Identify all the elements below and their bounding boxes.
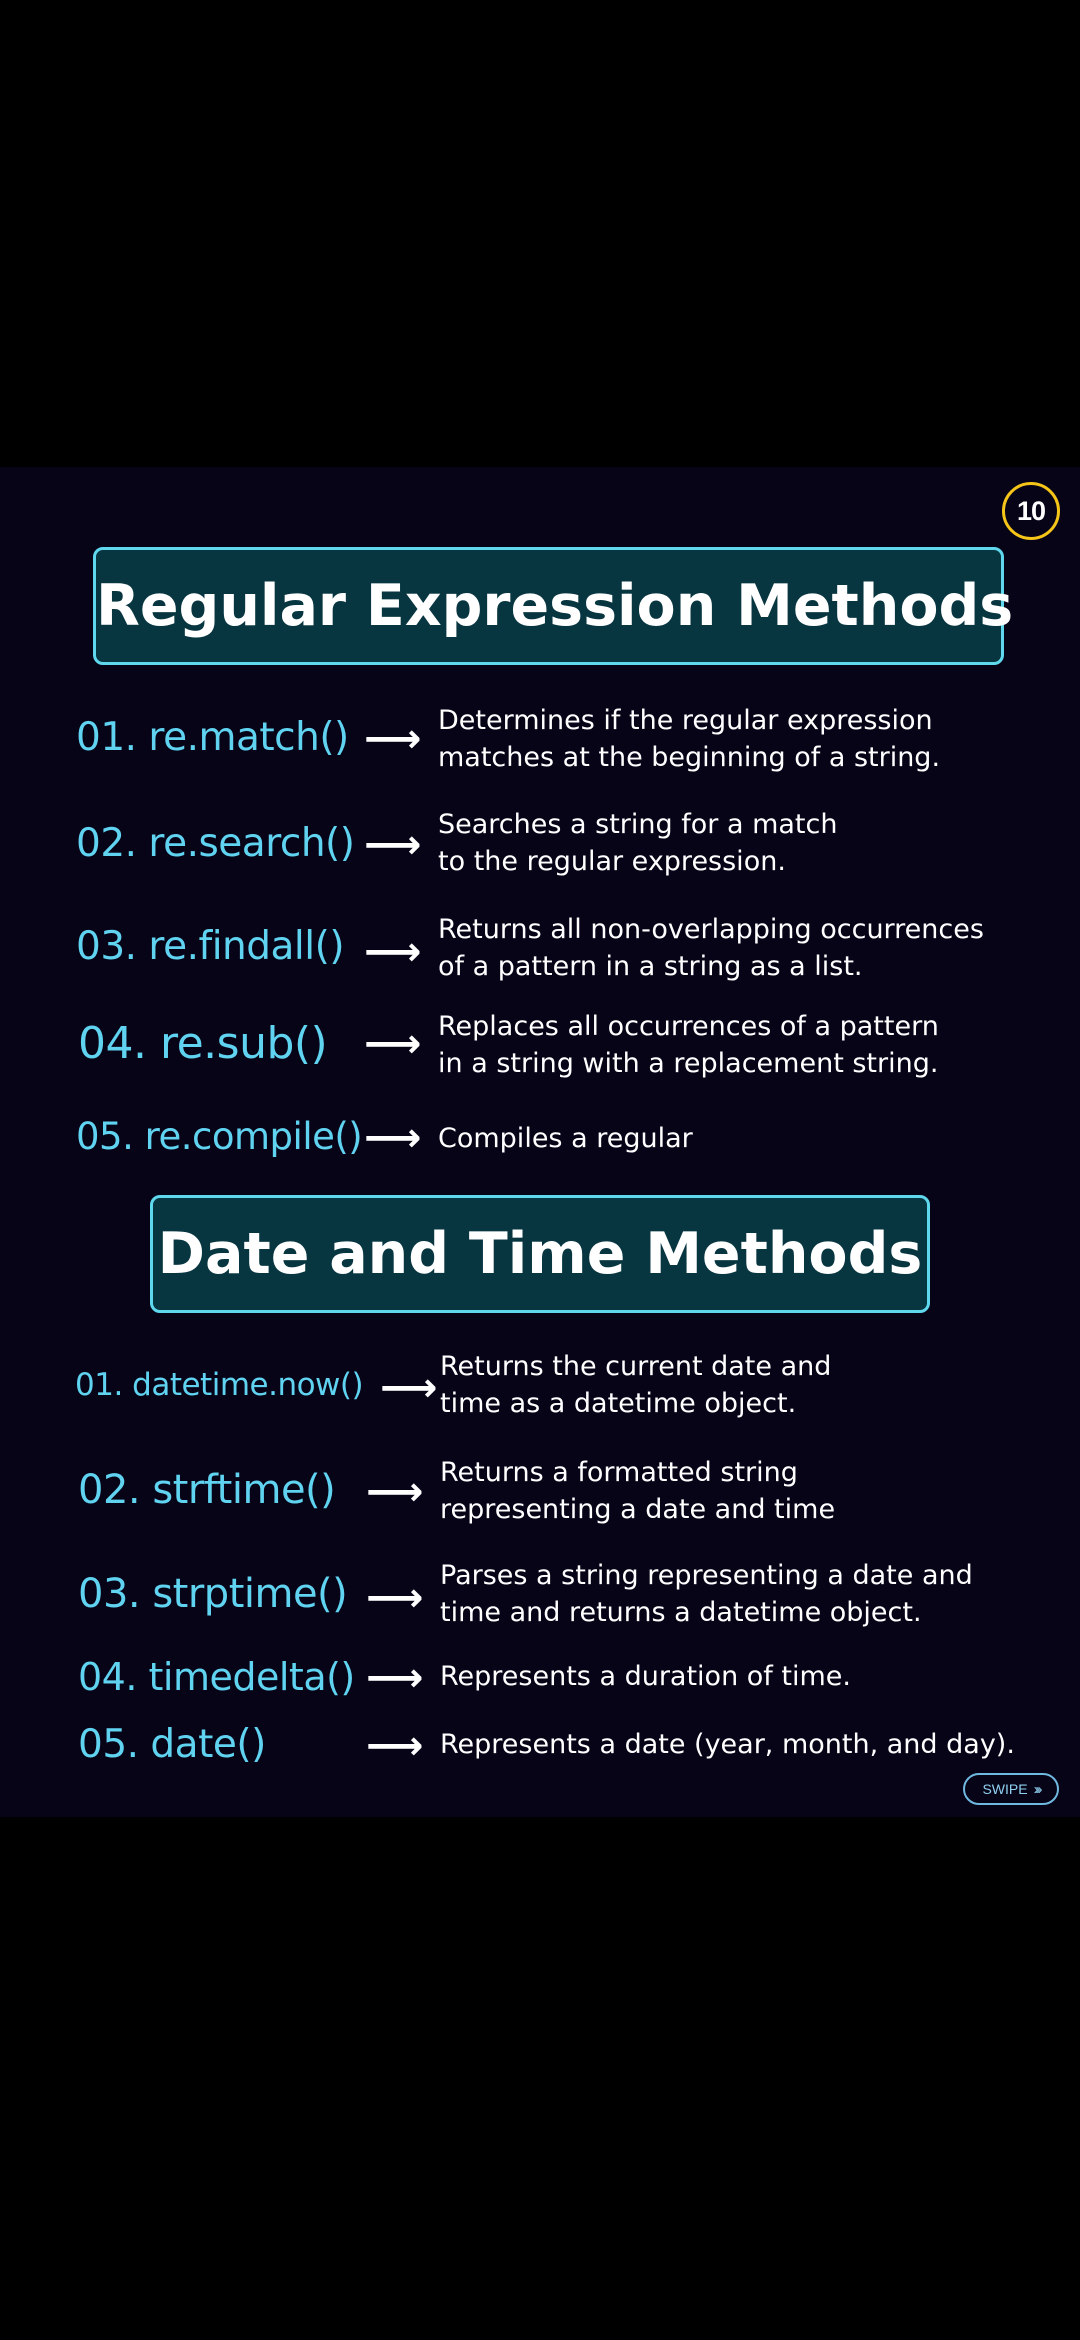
section-title-datetime: Date and Time Methods: [150, 1195, 930, 1313]
desc-line: Parses a string representing a date and: [440, 1560, 973, 1591]
desc-line: Returns all non-overlapping occurrences: [438, 914, 984, 945]
method-desc-re-compile: Compiles a regular: [438, 1120, 693, 1157]
method-name-re-findall: 03. re.findall(): [76, 924, 345, 969]
arrow-icon: ⟶: [366, 1655, 424, 1701]
method-name-re-compile: 05. re.compile(): [76, 1115, 363, 1158]
arrow-icon: ⟶: [364, 1115, 422, 1161]
arrow-icon: ⟶: [366, 1469, 424, 1515]
desc-line: time as a datetime object.: [440, 1388, 797, 1419]
chevrons-right-icon: ›››: [1033, 1781, 1043, 1798]
desc-line: Determines if the regular expression: [438, 705, 933, 736]
arrow-icon: ⟶: [366, 1723, 424, 1769]
method-desc-date: Represents a date (year, month, and day)…: [440, 1726, 1015, 1763]
swipe-button[interactable]: SWIPE ›››: [963, 1773, 1059, 1805]
slide-card: [0, 467, 1080, 1817]
desc-line: Returns the current date and: [440, 1351, 832, 1382]
page-number-badge: 10: [1002, 482, 1060, 540]
desc-line: in a string with a replacement string.: [438, 1048, 939, 1079]
method-name-strptime: 03. strptime(): [78, 1571, 348, 1617]
arrow-icon: ⟶: [380, 1365, 438, 1411]
desc-line: representing a date and time: [440, 1494, 836, 1525]
method-name-re-search: 02. re.search(): [76, 821, 355, 866]
desc-line: Represents a date (year, month, and day)…: [440, 1729, 1015, 1760]
arrow-icon: ⟶: [364, 716, 422, 762]
method-name-datetime-now: 01. datetime.now(): [75, 1367, 364, 1403]
desc-line: Compiles a regular: [438, 1123, 693, 1154]
desc-line: Returns a formatted string: [440, 1457, 798, 1488]
method-desc-re-search: Searches a string for a match to the reg…: [438, 806, 837, 880]
method-desc-re-findall: Returns all non-overlapping occurrences …: [438, 911, 984, 985]
method-desc-timedelta: Represents a duration of time.: [440, 1658, 851, 1695]
desc-line: Replaces all occurrences of a pattern: [438, 1011, 939, 1042]
section-title-regex: Regular Expression Methods: [93, 547, 1013, 665]
method-name-re-sub: 04. re.sub(): [78, 1018, 328, 1069]
method-desc-re-match: Determines if the regular expression mat…: [438, 702, 940, 776]
arrow-icon: ⟶: [364, 822, 422, 868]
arrow-icon: ⟶: [364, 1021, 422, 1067]
method-desc-datetime-now: Returns the current date and time as a d…: [440, 1348, 831, 1422]
arrow-icon: ⟶: [364, 929, 422, 975]
method-desc-strptime: Parses a string representing a date and …: [440, 1557, 973, 1631]
desc-line: Searches a string for a match: [438, 809, 838, 840]
desc-line: Represents a duration of time.: [440, 1661, 851, 1692]
desc-line: time and returns a datetime object.: [440, 1597, 922, 1628]
method-name-strftime: 02. strftime(): [78, 1467, 336, 1513]
method-desc-re-sub: Replaces all occurrences of a pattern in…: [438, 1008, 939, 1082]
desc-line: matches at the beginning of a string.: [438, 742, 941, 773]
desc-line: to the regular expression.: [438, 846, 786, 877]
method-desc-strftime: Returns a formatted string representing …: [440, 1454, 835, 1528]
method-name-timedelta: 04. timedelta(): [78, 1655, 355, 1699]
method-name-re-match: 01. re.match(): [76, 715, 349, 760]
method-name-date: 05. date(): [78, 1722, 266, 1767]
swipe-label: SWIPE: [982, 1781, 1028, 1797]
arrow-icon: ⟶: [366, 1575, 424, 1621]
desc-line: of a pattern in a string as a list.: [438, 951, 863, 982]
